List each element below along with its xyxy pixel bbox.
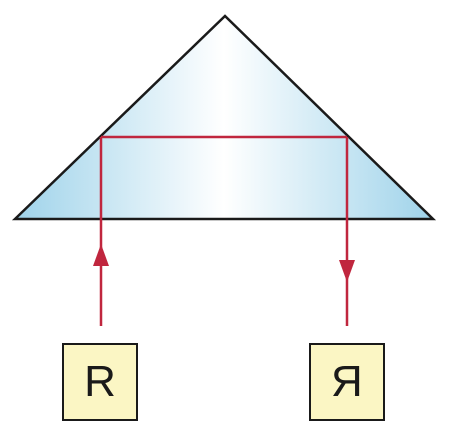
object-label-box: R [62, 343, 138, 421]
light-ray-path [99, 135, 349, 326]
mirrored-image-letter: R [331, 357, 363, 406]
up-arrowhead [93, 244, 109, 266]
down-arrowhead [339, 260, 355, 282]
prism [11, 14, 437, 221]
object-letter: R [84, 357, 116, 406]
image-label-box: R [309, 343, 385, 421]
